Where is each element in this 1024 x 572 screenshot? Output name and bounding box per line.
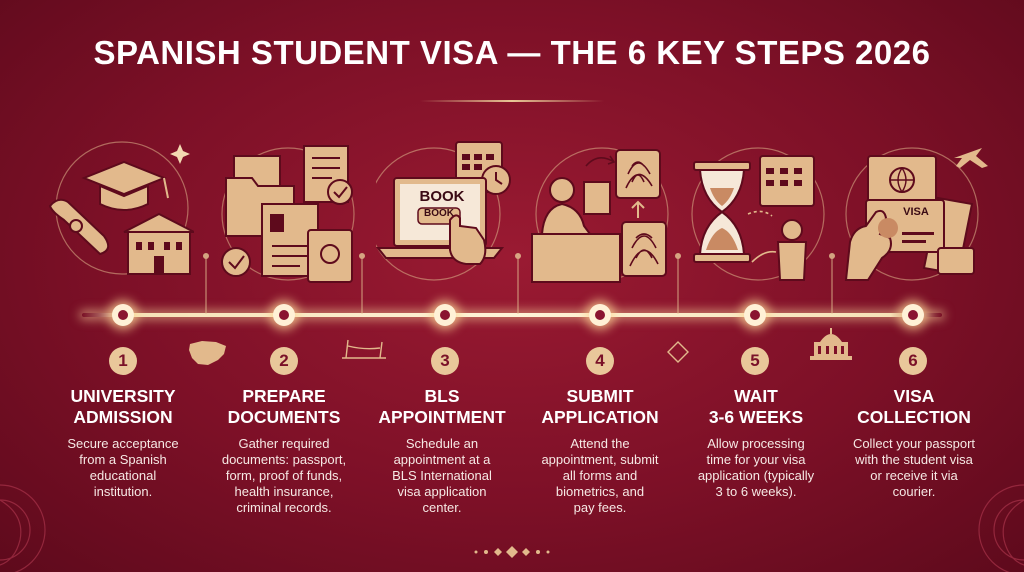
visa-stamp-label: VISA [903, 206, 929, 218]
passport-visa-icon [844, 147, 988, 281]
step-number: 5 [741, 347, 769, 375]
corner-ornament-right-icon [978, 484, 1024, 572]
timeline-node [434, 304, 456, 326]
hourglass-icon [691, 147, 825, 281]
timeline-node [273, 304, 295, 326]
title-divider [420, 100, 604, 102]
timeline-line [82, 313, 942, 317]
step-number: 6 [899, 347, 927, 375]
bottom-ornament-icon [474, 546, 550, 558]
timeline-node [112, 304, 134, 326]
book-button: BOOK [424, 208, 454, 219]
fingerprint-desk-icon [531, 147, 669, 283]
step-number: 2 [270, 347, 298, 375]
step-number: 1 [109, 347, 137, 375]
graduation-cap-icon [48, 141, 194, 275]
timeline-node [744, 304, 766, 326]
documents-icon [221, 145, 355, 283]
page-title: SPANISH STUDENT VISA — THE 6 KEY STEPS 2… [93, 34, 931, 71]
landmark-building-icon [810, 328, 852, 360]
timeline-node [589, 304, 611, 326]
screen-book-label: BOOK [419, 188, 465, 205]
spain-map-icon [189, 341, 226, 365]
laptop-booking-icon [376, 141, 511, 281]
chart-line-icon [342, 339, 386, 359]
diamond-icon [667, 341, 689, 363]
timeline-node [902, 304, 924, 326]
connector-lines [203, 253, 835, 314]
corner-ornament-left-icon [0, 484, 46, 572]
step-number: 4 [586, 347, 614, 375]
step-number: 3 [431, 347, 459, 375]
